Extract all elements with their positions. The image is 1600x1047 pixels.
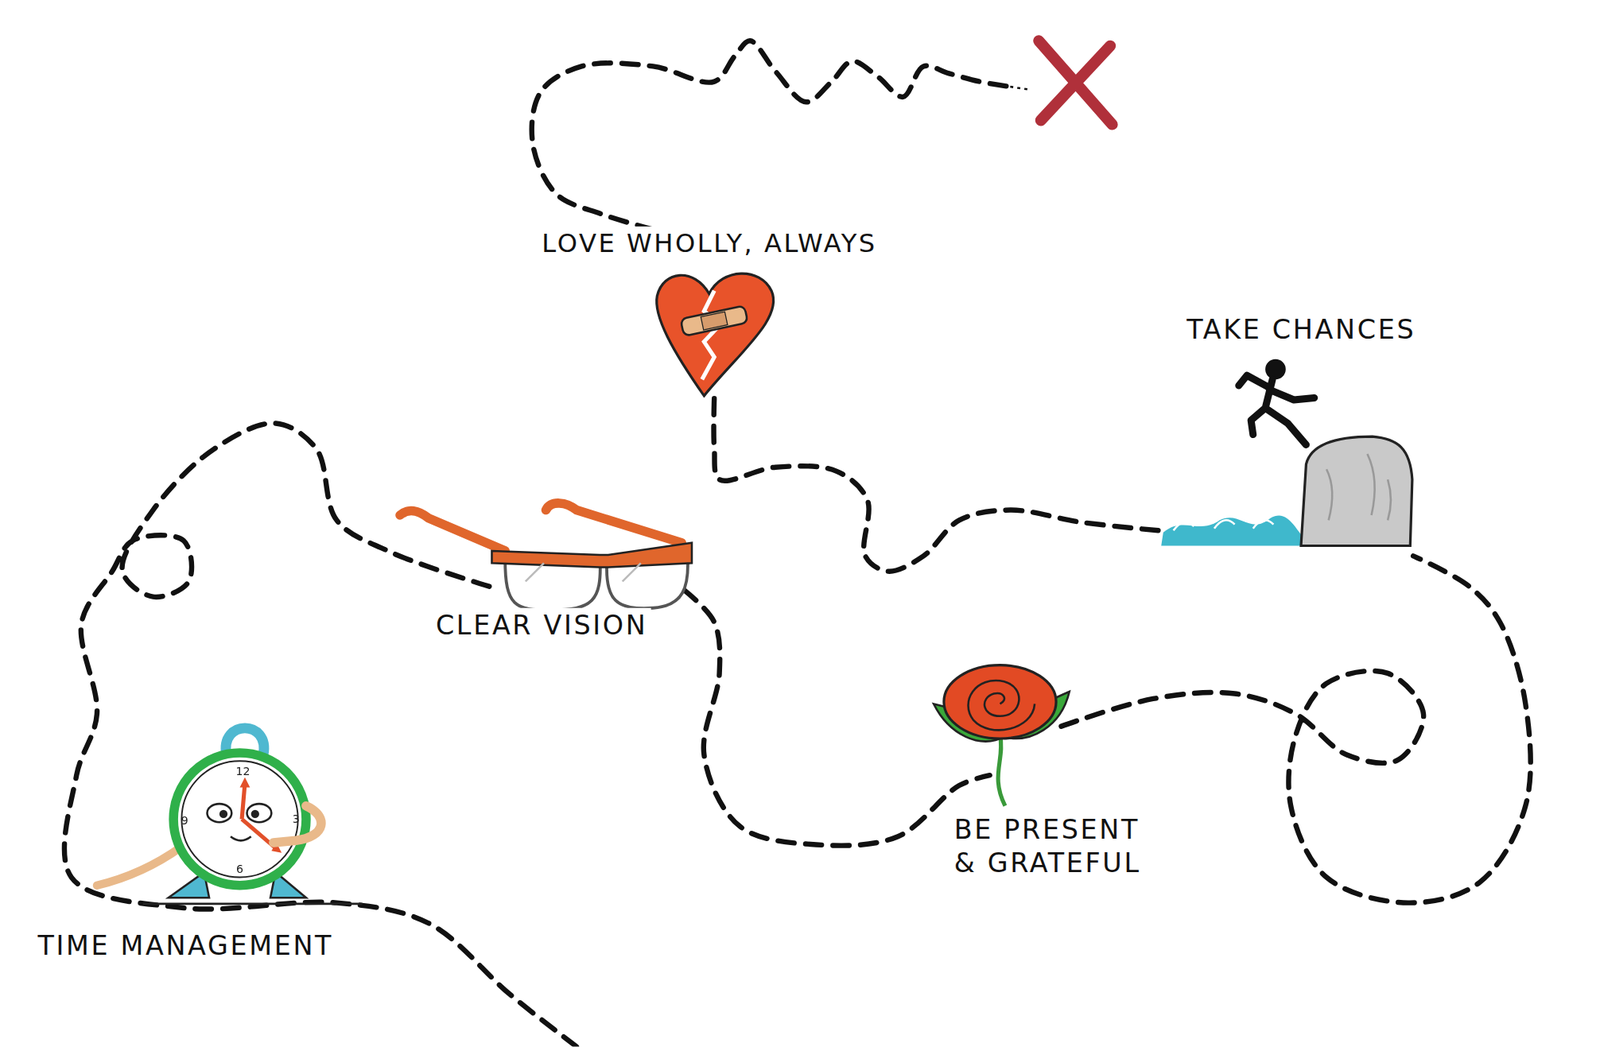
runner-on-rock [1161, 359, 1413, 547]
dashed-trail [64, 40, 1531, 1047]
clock-number: 3 [292, 813, 300, 825]
trail-segment [532, 40, 1011, 230]
trail-dotted [1009, 86, 1031, 90]
rose [933, 665, 1070, 807]
glasses [400, 503, 692, 610]
map-label: LOVE WHOLLY, ALWAYS [539, 226, 881, 261]
bandaged-heart [656, 273, 774, 397]
clock-number: 6 [236, 863, 244, 875]
clock-number: 12 [235, 765, 250, 777]
trail-segment [714, 397, 1159, 571]
clock-number: 9 [181, 815, 189, 828]
treasure-x [1038, 40, 1112, 125]
map-label: CLEAR VISION [432, 608, 651, 644]
map-label: TAKE CHANCES [1183, 312, 1419, 348]
map-label: TIME MANAGEMENT [34, 928, 337, 964]
clock-character [97, 728, 363, 905]
map-label: BE PRESENT & GRATEFUL [951, 811, 1172, 881]
